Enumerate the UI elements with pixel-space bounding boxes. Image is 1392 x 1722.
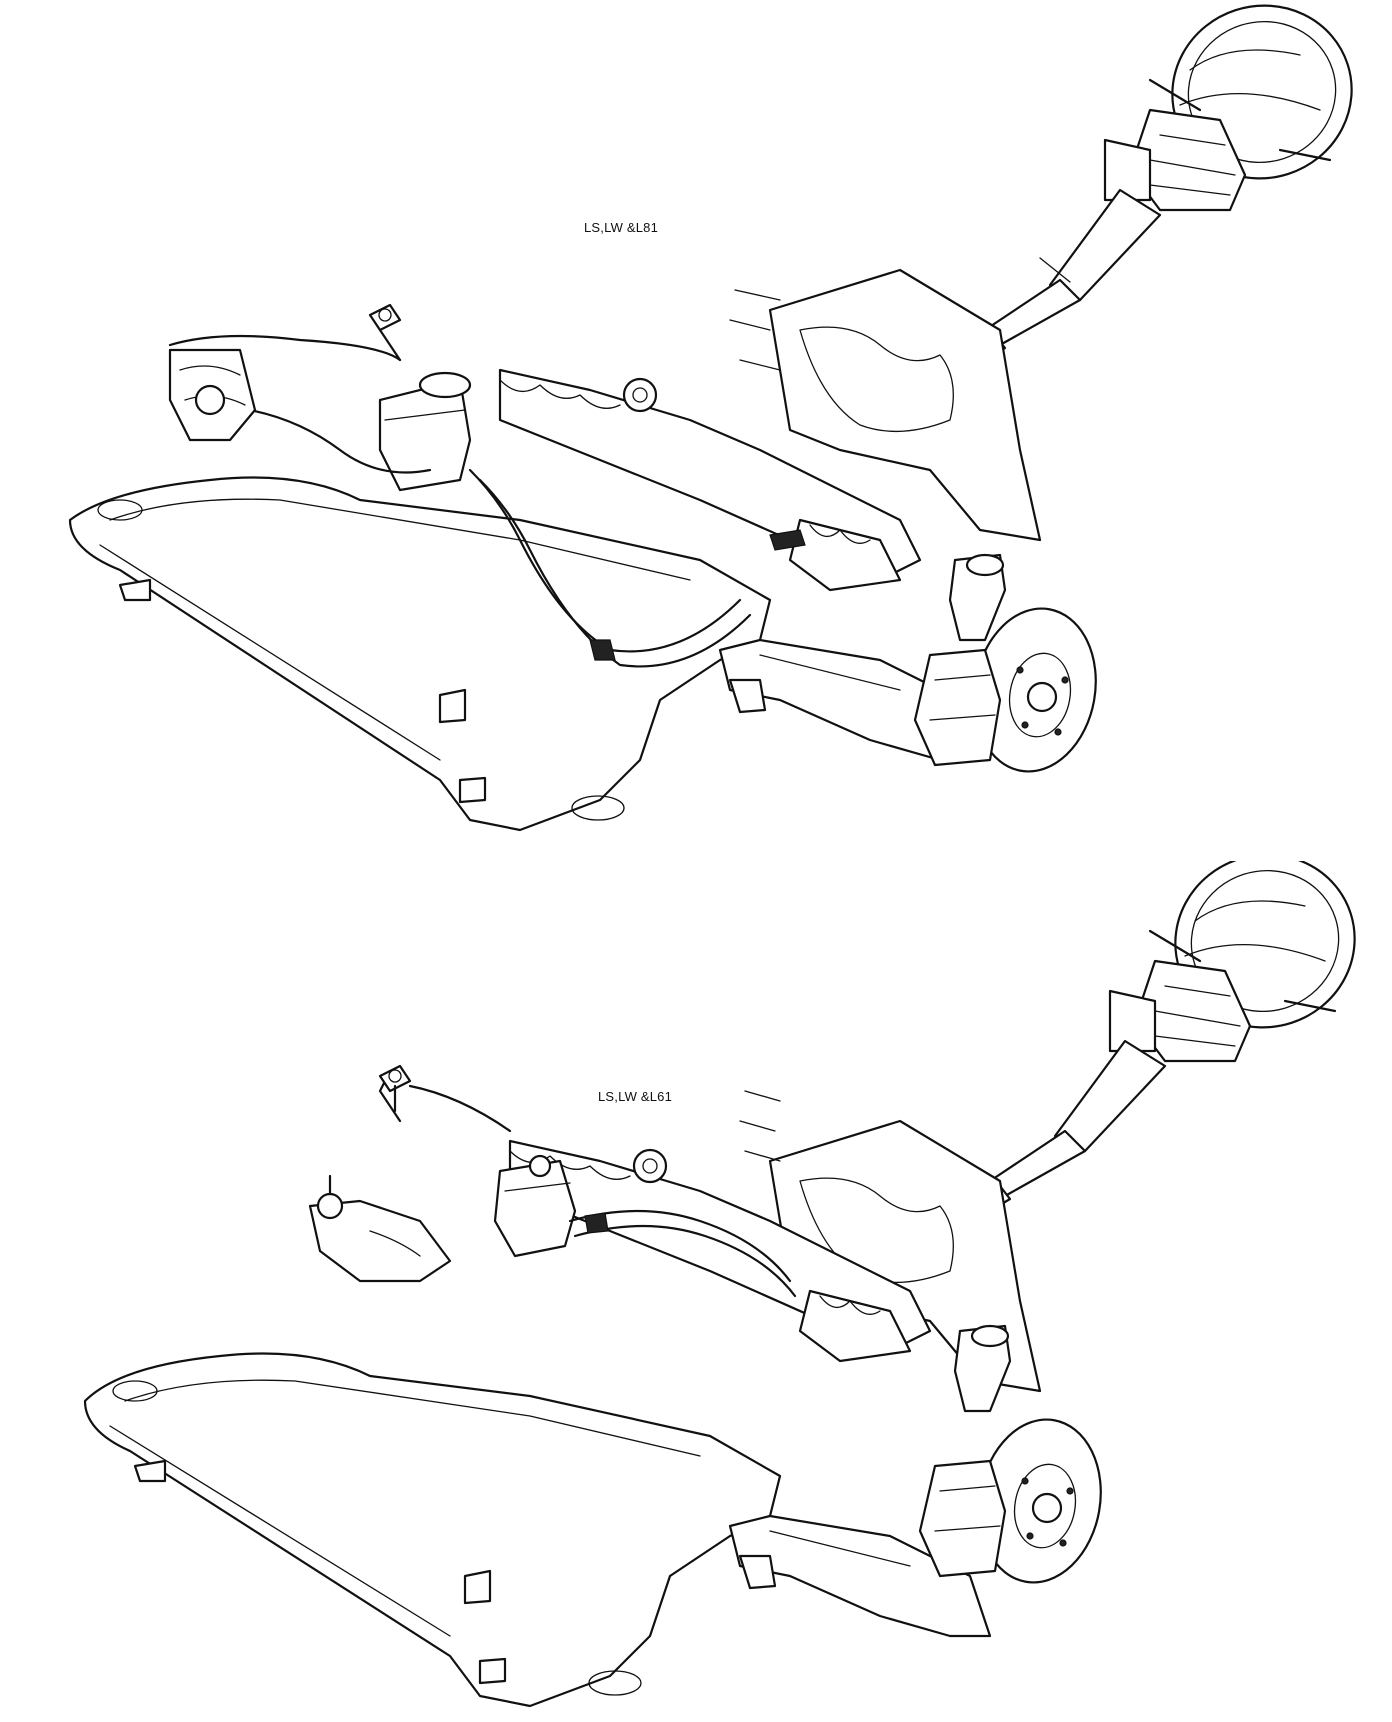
- steering-rack: [508, 1139, 932, 1363]
- pump-assembly: [168, 303, 402, 442]
- variant-caption-bottom: LS,LW &L61: [598, 1089, 673, 1104]
- brake-rotor-hub: [978, 1418, 1102, 1584]
- power-steering-hoses: [248, 308, 806, 668]
- steering-assembly-panel-top: LS,LW &L81: [68, 4, 1353, 832]
- brake-caliper: [918, 1459, 1007, 1578]
- steering-assembly-drawing-top: [68, 4, 1353, 832]
- power-steering-reservoir: [493, 1154, 577, 1258]
- power-steering-reservoir: [378, 371, 472, 492]
- steering-assembly-drawing-bottom: [83, 861, 1356, 1708]
- front-subframe: [68, 476, 772, 832]
- lower-control-frame: [728, 1514, 992, 1638]
- front-subframe: [83, 1352, 782, 1708]
- lower-control-arm: [308, 1174, 452, 1283]
- variant-caption-top: LS,LW &L81: [584, 220, 659, 235]
- power-steering-hoses: [378, 1069, 797, 1298]
- steering-rack: [498, 368, 922, 592]
- steering-knuckle: [948, 553, 1007, 642]
- firewall-panel: [729, 268, 1042, 542]
- steering-column-hub: [1103, 108, 1247, 212]
- brake-caliper: [913, 648, 1002, 767]
- tie-rod-end: [378, 1064, 512, 1133]
- steering-knuckle: [953, 1324, 1012, 1413]
- steering-column-hub: [1108, 959, 1252, 1063]
- steering-assembly-panel-bottom: LS,LW &L61: [0, 861, 1392, 1722]
